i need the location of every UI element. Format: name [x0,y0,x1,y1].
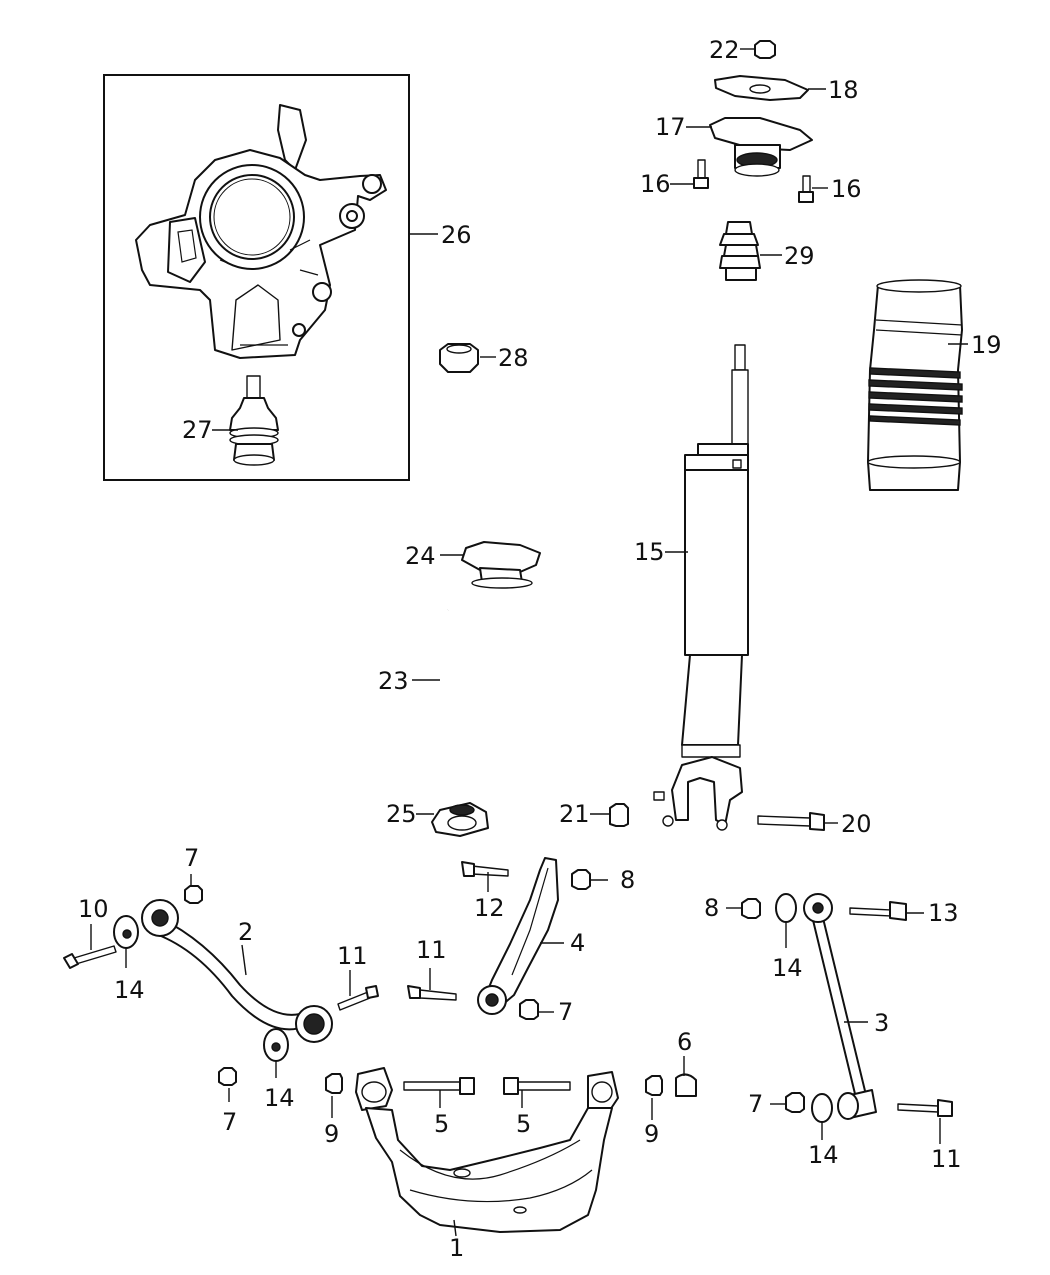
callout-7b: 7 [222,1108,237,1136]
part-14-washer-3 [775,893,797,948]
part-6-cap [675,1056,697,1097]
part-7-nut-1 [184,874,203,904]
callout-11b: 11 [416,936,447,964]
callout-28: 28 [498,344,529,372]
callout-11a: 11 [337,942,368,970]
part-1-lower-control-arm [355,1067,619,1237]
part-5-bolt-right [503,1077,571,1108]
part-22-nut [740,40,776,59]
callout-19: 19 [971,331,1002,359]
callout-23: 23 [378,667,409,695]
callout-24: 24 [405,542,436,570]
callout-13: 13 [928,899,959,927]
callout-29: 29 [784,242,815,270]
part-2-control-arm [141,899,333,1043]
callout-3: 3 [874,1009,889,1037]
part-14-washer-4 [811,1093,833,1140]
callout-9b: 9 [644,1120,659,1148]
part-5-bolt-left [403,1077,475,1108]
part-21-nut [590,803,629,827]
callout-21: 21 [559,800,590,828]
callout-8b: 8 [704,894,719,922]
part-10-bolt [63,924,117,969]
part-11-bolt-2 [407,968,457,1001]
part-7-nut-4 [770,1092,805,1113]
callout-12: 12 [474,894,505,922]
part-27-ball-joint [212,375,279,466]
part-26-box [103,74,438,481]
callout-15: 15 [634,538,665,566]
part-8-nut-1 [571,869,608,890]
callout-8a: 8 [620,866,635,894]
callout-16b: 16 [831,175,862,203]
callout-7d: 7 [748,1090,763,1118]
part-28-nut [439,343,496,373]
part-24-spring-seat [440,541,541,589]
callout-2: 2 [238,918,253,946]
part-16-bolt-right [798,175,828,203]
callout-14b: 14 [264,1084,295,1112]
callout-14c: 14 [772,954,803,982]
part-9-nut-left [325,1073,343,1118]
callout-1: 1 [449,1234,464,1262]
callout-25: 25 [386,800,417,828]
callout-7a: 7 [184,844,199,872]
callout-14d: 14 [808,1141,839,1169]
callout-4: 4 [570,929,585,957]
callout-10: 10 [78,895,109,923]
part-3-lateral-link [803,893,877,1120]
callout-26: 26 [441,221,472,249]
part-11-bolt-1 [337,970,379,1011]
callout-6: 6 [677,1028,692,1056]
callout-5b: 5 [516,1110,531,1138]
part-14-washer-2 [263,1028,289,1078]
callout-labels: 1 2 3 4 5 5 6 7 7 7 7 8 8 9 9 10 11 11 1… [78,36,1002,1262]
callout-5a: 5 [434,1110,449,1138]
callout-11c: 11 [931,1145,962,1173]
part-18-plate [714,75,826,101]
callout-18: 18 [828,76,859,104]
callout-22: 22 [709,36,740,64]
part-8-nut-2 [726,898,761,919]
part-19-dust-boot [867,279,968,491]
callout-14a: 14 [114,976,145,1004]
part-23-coil-spring [412,604,535,783]
part-29-jounce-bumper [719,221,782,281]
part-13-bolt [849,901,924,921]
part-12-bolt [461,861,509,892]
part-17-upper-mount [686,117,813,177]
part-9-nut-right [645,1075,663,1120]
part-15-shock-absorber [653,344,749,831]
part-7-nut-3 [519,999,554,1020]
part-11-bolt-3 [897,1099,953,1144]
part-7-nut-2 [218,1067,237,1102]
callout-20: 20 [841,810,872,838]
callout-27: 27 [182,416,213,444]
callout-9a: 9 [324,1120,339,1148]
part-14-washer-1 [113,915,139,968]
part-25-isolator [416,802,489,837]
callout-7c: 7 [558,998,573,1026]
callout-17: 17 [655,113,686,141]
part-16-bolt-left [670,159,709,189]
callout-16a: 16 [640,170,671,198]
part-4-toe-link [477,857,564,1015]
part-20-bolt [757,812,838,831]
part-26-knuckle [135,104,387,359]
